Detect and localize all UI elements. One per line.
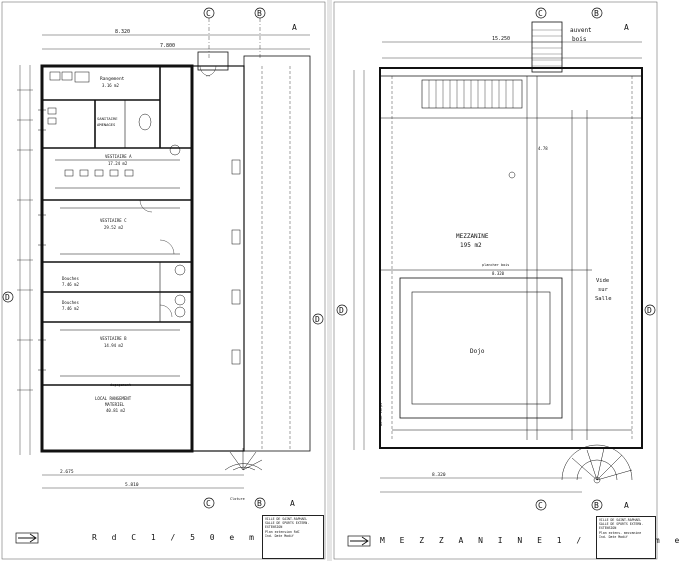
- cart-r-line-3: EXTENSION: [599, 526, 617, 531]
- room-vestiaire-a: VESTIAIRE A: [105, 154, 132, 159]
- grid-marker-a-top: A: [292, 23, 297, 32]
- cart-r-line-1: VILLE DE SAINT-RAPHAEL: [599, 518, 642, 522]
- grid-marker-c-top: C: [203, 7, 215, 19]
- mezzanine-caption: M E Z Z A N I N E 1 / 5 0 e m e: [380, 536, 684, 545]
- label-garde-corps: Garde corps: [379, 403, 383, 426]
- dim-bottom-width: 2.675: [60, 469, 74, 475]
- label-dojo: Dojo: [470, 348, 485, 355]
- room-douches-2-area: 7.46 m2: [62, 306, 79, 311]
- label-vide: Vide: [596, 278, 609, 284]
- grid-d-left-label: D: [5, 293, 10, 302]
- dim-top-2: 7.800: [160, 43, 175, 49]
- ground-floor-caption: R d C 1 / 5 0 e m e: [92, 533, 279, 542]
- mz-north-arrow-icon: [347, 535, 371, 547]
- label-sur: sur: [598, 287, 609, 293]
- room-degagement: degagement: [110, 383, 131, 387]
- room-sanitaire: SANITAIRE: [97, 116, 118, 121]
- room-local: LOCAL RANGEMENT: [95, 396, 132, 401]
- room-douches-2: Douches: [62, 300, 79, 305]
- grid-b-label: B: [257, 9, 262, 18]
- cart-line-1: VILLE DE SAINT-RAPHAEL: [265, 517, 308, 521]
- room-vestiaire-b-area: 14.94 m2: [104, 343, 124, 348]
- mz-dim-side: 4.78: [538, 146, 548, 151]
- cart-line-4: Plan extension RdC: [265, 529, 300, 534]
- label-auvent: auvent: [570, 27, 592, 34]
- north-arrow-icon: [15, 532, 39, 544]
- mz-grid-d-left: D: [339, 306, 344, 315]
- mz-grid-d-right: D: [647, 306, 652, 315]
- mz-dim-bottom: 8.320: [432, 472, 446, 478]
- room-vestiaire-a-area: 17.24 m2: [108, 161, 128, 166]
- label-bois: bois: [572, 36, 587, 43]
- label-salle: Salle: [595, 296, 612, 302]
- room-vestiaire-c-area: 29.52 m2: [104, 225, 124, 230]
- dim-top: 8.320: [115, 29, 130, 35]
- room-rangement: Rangement: [100, 76, 125, 82]
- mz-grid-b: B: [594, 9, 599, 18]
- cart-r-line-4: Plan extens. mezzanine: [599, 530, 642, 535]
- mz-dim-top: 15.250: [492, 36, 510, 42]
- room-rangement-area: 3.16 m2: [102, 83, 119, 88]
- mz-grid-c: C: [538, 9, 543, 18]
- grid-c-label: C: [206, 9, 211, 18]
- label-plancher: plancher bois: [482, 263, 509, 267]
- room-vestiaire-b: VESTIAIRE B: [100, 336, 127, 341]
- cart-line-2: SALLE DE SPORTS EXTERN.: [265, 521, 310, 526]
- grid-b-bottom-label: B: [257, 499, 262, 508]
- label-mezzanine: MEZZANINE: [456, 233, 489, 240]
- mz-grid-b-bottom: B: [594, 501, 599, 510]
- room-douches-1-area: 7.46 m2: [62, 282, 79, 287]
- spiral-stair: [224, 448, 263, 471]
- dim-bottom: 5.810: [125, 482, 139, 488]
- room-local-area: 40.81 m2: [106, 408, 126, 413]
- grid-d-right-label: D: [315, 315, 320, 324]
- dojo-area: [399, 277, 563, 419]
- cloture-stamp: Cloture: [230, 497, 245, 501]
- sheet-separator: [327, 0, 332, 561]
- room-sanitaire-sub: AMENAGES: [97, 122, 116, 127]
- mz-grid-a-bottom: A: [624, 501, 629, 510]
- cart-line-5: Ind. Date Modif: [265, 533, 294, 538]
- mz-spiral-stair: [561, 444, 633, 484]
- staircase: [421, 79, 523, 109]
- room-douches-1: Douches: [62, 276, 79, 281]
- mezzanine-drawing: C B A C B A D D auvent bois 15.250: [333, 1, 658, 560]
- room-vestiaire-c: VESTIAIRE C: [100, 218, 127, 223]
- room-local-sub: MATERIEL: [105, 402, 125, 407]
- grid-marker-b-top: B: [254, 7, 266, 19]
- mz-grid-a: A: [624, 23, 629, 32]
- mezzanine-plan-sheet: C B A C B A D D auvent bois 15.250: [332, 0, 679, 561]
- cart-r-line-5: Ind. Date Modif: [599, 534, 628, 539]
- grid-a-bottom-label: A: [290, 499, 295, 508]
- ground-floor-drawing: C B A C B A D D 8.320 7.800: [1, 1, 326, 560]
- label-mezzanine-area: 195 m2: [460, 242, 482, 249]
- grid-c-bottom-label: C: [206, 499, 211, 508]
- mz-grid-c-bottom: C: [538, 501, 543, 510]
- title-block-left: VILLE DE SAINT-RAPHAEL SALLE DE SPORTS E…: [262, 515, 324, 559]
- title-block-right: VILLE DE SAINT-RAPHAEL SALLE DE SPORTS E…: [596, 516, 656, 559]
- ground-floor-plan-sheet: C B A C B A D D 8.320 7.800: [0, 0, 327, 561]
- cart-r-line-2: SALLE DE SPORTS EXTERN.: [599, 522, 644, 527]
- mz-dim-mid: 8.320: [492, 271, 505, 276]
- grid-a-label: A: [292, 23, 297, 32]
- cart-line-3: EXTENSION: [265, 525, 283, 530]
- auvent-box: [531, 21, 563, 73]
